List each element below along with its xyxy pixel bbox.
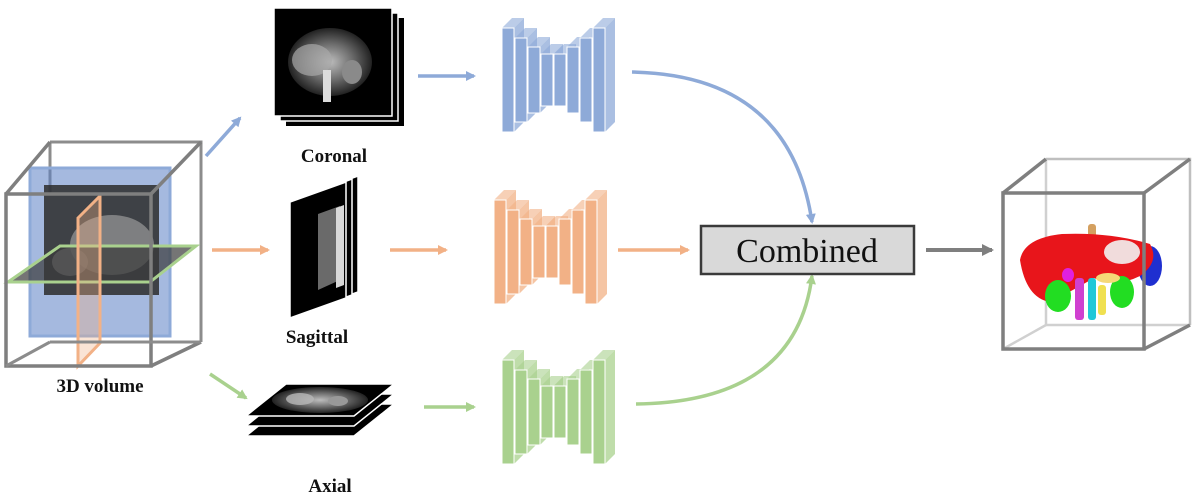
combined-box: Combined	[699, 224, 916, 276]
network-layer	[501, 359, 515, 465]
network-layer-top	[502, 350, 524, 360]
network-layer	[514, 369, 528, 455]
network-layer	[592, 27, 606, 133]
network-layer	[527, 46, 541, 114]
network-layer-top	[507, 200, 529, 210]
network-layer-top	[520, 209, 542, 219]
network-layer-top	[593, 350, 615, 360]
network-layer	[571, 209, 585, 295]
network-layer	[506, 209, 520, 295]
network-layer	[501, 27, 515, 133]
network-layer	[545, 225, 559, 279]
network-layer-top	[541, 44, 563, 54]
network-layer	[540, 385, 554, 439]
arrow-volume-to-coronal	[204, 116, 242, 158]
axial-slice-stack	[243, 383, 397, 437]
network-layer	[519, 218, 533, 286]
axial-label: Axial	[308, 476, 351, 497]
network-layer-top	[502, 18, 524, 28]
sagittal-plane	[78, 196, 100, 366]
network-layer-top	[494, 190, 516, 200]
sagittal-label: Sagittal	[286, 327, 348, 348]
arrow-volume-to-axial	[209, 372, 248, 400]
network-layer	[579, 37, 593, 123]
network-layer-top	[533, 216, 555, 226]
network-layer-side	[605, 18, 615, 132]
coronal-network	[501, 18, 615, 133]
network-layer-top	[528, 369, 550, 379]
network-layer	[532, 225, 546, 279]
network-layer	[514, 37, 528, 123]
network-layer	[540, 53, 554, 107]
arrow-coronal-network-to-combined	[631, 70, 816, 224]
network-layer-top	[528, 37, 550, 47]
network-layer	[558, 218, 572, 286]
coronal-slice-stack	[273, 7, 404, 126]
network-layer	[566, 378, 580, 446]
axial-plane	[8, 246, 196, 282]
segmented-organs-render	[1020, 224, 1162, 320]
network-layer	[566, 46, 580, 114]
network-layer-top	[593, 18, 615, 28]
axial-network	[501, 350, 615, 465]
network-layer	[493, 199, 507, 305]
sagittal-network	[493, 190, 607, 305]
network-layer	[553, 385, 567, 439]
network-layer-top	[515, 360, 537, 370]
output-cube-front	[1001, 157, 1192, 351]
arrow-axial-network-to-combined	[635, 274, 816, 406]
volume-cube	[3, 140, 203, 370]
network-layer	[553, 53, 567, 107]
network-layer-top	[585, 190, 607, 200]
network-layer-side	[597, 190, 607, 304]
network-layer-side	[605, 350, 615, 464]
network-layer-top	[515, 28, 537, 38]
network-layer	[584, 199, 598, 305]
volume-label: 3D volume	[56, 376, 143, 397]
network-layer-top	[541, 376, 563, 386]
network-layer	[592, 359, 606, 465]
sagittal-slice-stack	[289, 174, 359, 320]
network-layer	[527, 378, 541, 446]
coronal-label: Coronal	[301, 146, 367, 167]
network-layer	[579, 369, 593, 455]
combined-label: Combined	[736, 233, 878, 270]
